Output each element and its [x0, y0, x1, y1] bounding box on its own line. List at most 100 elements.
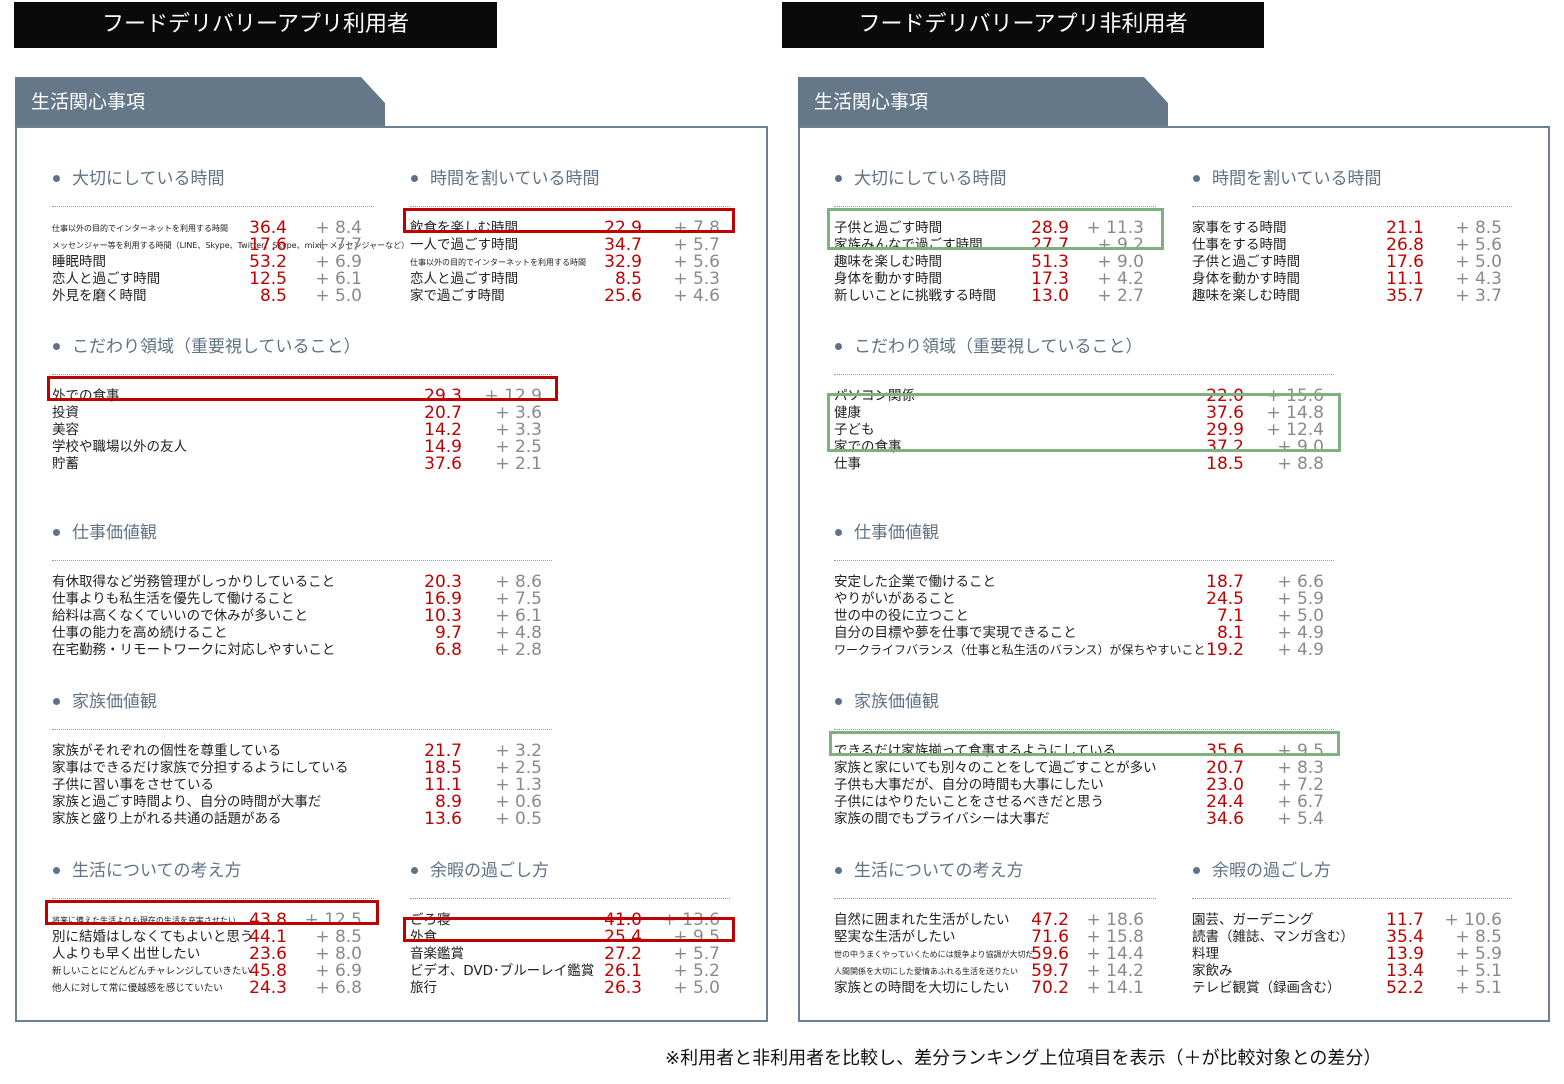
ranking-row: 家族がそれぞれの個性を尊重している 21.7 + 3.2: [52, 743, 552, 760]
item-diff: + 4.2: [1097, 269, 1144, 289]
item-label: 家飲み: [1192, 963, 1233, 979]
item-diff: + 4.3: [1455, 269, 1502, 289]
item-diff: + 7.5: [495, 589, 542, 609]
section-divider: [834, 560, 1334, 561]
item-label: 旅行: [410, 980, 437, 996]
item-label: 家族と家にいても別々のことをして過ごすことが多い: [834, 760, 1157, 776]
item-diff: + 5.0: [1455, 252, 1502, 272]
item-label: 睡眠時間: [52, 254, 106, 270]
item-value: 28.9: [1031, 218, 1069, 238]
item-label: 人間関係を大切にした愛情あふれる生活を送りたい: [834, 967, 1018, 976]
item-label: 給料は高くなくていいので休みが多いこと: [52, 608, 309, 624]
section-title: 時間を割いている時間: [1192, 166, 1512, 192]
item-diff: + 8.6: [495, 572, 542, 592]
item-diff: + 4.9: [1277, 623, 1324, 643]
item-diff: + 5.1: [1455, 978, 1502, 998]
item-diff: + 4.8: [495, 623, 542, 643]
item-diff: + 8.5: [1455, 218, 1502, 238]
item-value: 19.2: [1206, 640, 1244, 660]
item-value: 32.9: [604, 252, 642, 272]
item-label: 家族みんなで過ごす時間: [834, 237, 983, 253]
item-label: 家族がそれぞれの個性を尊重している: [52, 743, 282, 759]
item-label: 安定した企業で働けること: [834, 574, 996, 590]
item-value: 8.1: [1216, 623, 1244, 643]
item-value: 41.0: [604, 910, 642, 930]
item-value: 34.6: [1206, 809, 1244, 829]
item-label: 新しいことにどんどんチャレンジしていきたい: [52, 966, 251, 977]
item-diff: + 18.6: [1086, 910, 1145, 930]
item-diff: + 5.9: [1277, 589, 1324, 609]
item-value: 24.4: [1206, 792, 1244, 812]
item-diff: + 1.3: [495, 775, 542, 795]
item-label: 美容: [52, 422, 79, 438]
item-diff: + 12.4: [1266, 420, 1325, 440]
item-diff: + 14.8: [1266, 403, 1325, 423]
section-title: 大切にしている時間: [834, 166, 1156, 192]
item-value: 18.5: [1206, 454, 1244, 474]
item-label: 子供も大事だが、自分の時間も大事にしたい: [834, 777, 1104, 793]
item-value: 26.1: [604, 961, 642, 981]
item-diff: + 6.7: [1277, 792, 1324, 812]
section-divider: [834, 729, 1334, 730]
item-value: 20.7: [1206, 758, 1244, 778]
item-label: 家事をする時間: [1192, 220, 1287, 236]
section-title: 生活についての考え方: [52, 858, 374, 884]
item-label: 仕事よりも私生活を優先して働けること: [52, 591, 295, 607]
item-diff: + 5.7: [673, 944, 720, 964]
section-divider: [834, 374, 1334, 375]
section-title: 余暇の過ごし方: [1192, 858, 1512, 884]
item-value: 20.7: [424, 403, 462, 423]
item-diff: + 6.9: [315, 252, 362, 272]
item-label: 仕事以外の目的でインターネットを利用する時間: [52, 224, 228, 233]
item-label: 自然に囲まれた生活がしたい: [834, 912, 1010, 928]
item-diff: + 15.8: [1086, 927, 1145, 947]
item-diff: + 7.7: [315, 235, 362, 255]
item-label: 人よりも早く出世したい: [52, 946, 201, 962]
item-diff: + 2.5: [495, 437, 542, 457]
item-diff: + 2.8: [495, 640, 542, 660]
item-value: 21.7: [424, 741, 462, 761]
item-diff: + 8.5: [1455, 927, 1502, 947]
item-value: 17.6: [249, 235, 287, 255]
item-label: 家で過ごす時間: [410, 288, 505, 304]
item-label: メッセンジャー等を利用する時間（LINE、Skype、Twitter、Skype…: [52, 241, 410, 250]
item-label: テレビ観賞（録画含む）: [1192, 980, 1341, 996]
item-label: 子供に習い事をさせている: [52, 777, 214, 793]
item-diff: + 11.3: [1086, 218, 1145, 238]
item-diff: + 3.2: [495, 741, 542, 761]
ranking-row: テレビ観賞（録画含む）52.2+ 5.1: [1192, 980, 1512, 997]
section-divider: [834, 206, 1156, 207]
item-label: 別に結婚はしなくてもよいと思う: [52, 929, 254, 945]
item-value: 18.7: [1206, 572, 1244, 592]
